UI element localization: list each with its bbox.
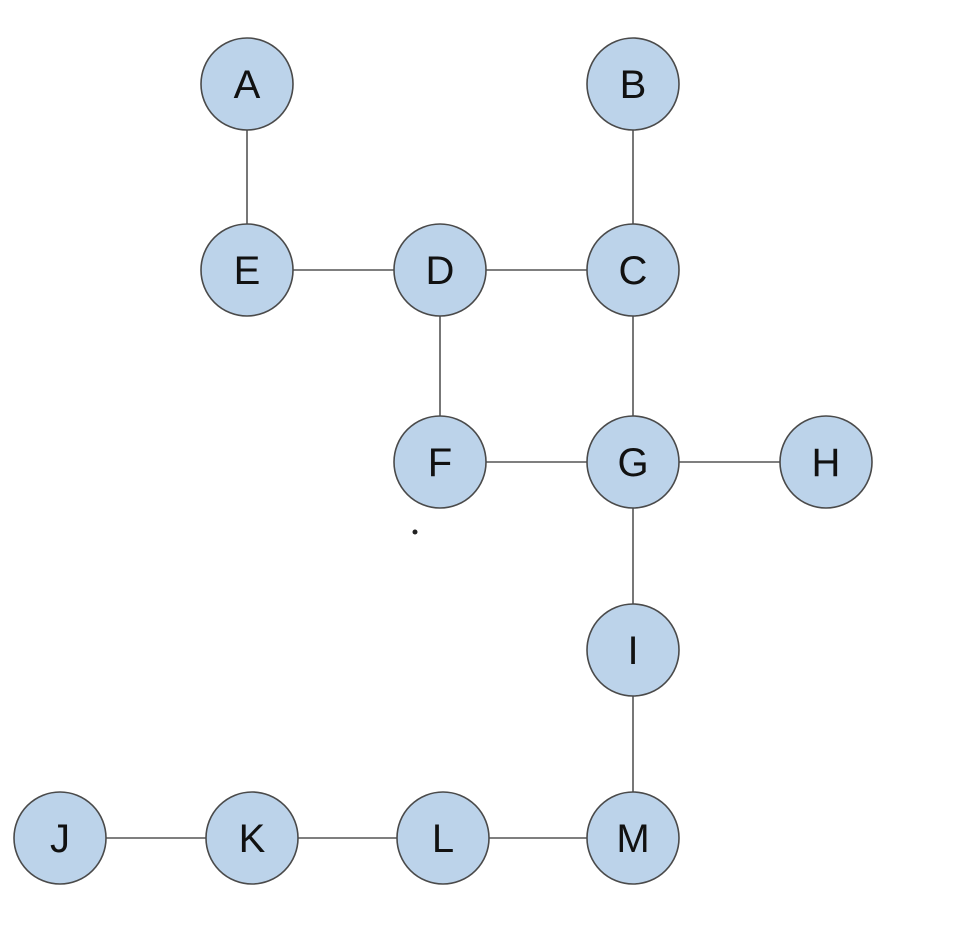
node-e: E xyxy=(200,223,294,317)
node-c: C xyxy=(586,223,680,317)
node-label: A xyxy=(234,63,261,107)
node-label: I xyxy=(627,629,638,673)
node-circle xyxy=(586,223,680,317)
node-l: L xyxy=(396,791,490,885)
node-label: E xyxy=(234,249,261,293)
node-circle xyxy=(586,415,680,509)
node-j: J xyxy=(13,791,107,885)
node-label: K xyxy=(239,817,266,861)
node-label: D xyxy=(426,249,455,293)
node-label: J xyxy=(50,817,70,861)
node-circle xyxy=(13,791,107,885)
node-g: G xyxy=(586,415,680,509)
stray-dot xyxy=(412,529,418,535)
nodes-layer: A B C D E F G H I J K L M xyxy=(13,37,873,885)
node-label: L xyxy=(432,817,454,861)
node-label: G xyxy=(617,441,648,485)
node-circle xyxy=(200,223,294,317)
node-m: M xyxy=(586,791,680,885)
node-i: I xyxy=(586,603,680,697)
node-a: A xyxy=(200,37,294,131)
node-d: D xyxy=(393,223,487,317)
node-label: H xyxy=(812,441,841,485)
node-circle xyxy=(200,37,294,131)
node-circle xyxy=(779,415,873,509)
node-label: F xyxy=(428,441,452,485)
node-label: B xyxy=(620,63,647,107)
node-h: H xyxy=(779,415,873,509)
node-circle xyxy=(586,791,680,885)
node-k: K xyxy=(205,791,299,885)
node-circle xyxy=(586,37,680,131)
node-label: C xyxy=(619,249,648,293)
node-circle xyxy=(393,415,487,509)
node-circle xyxy=(393,223,487,317)
node-circle xyxy=(396,791,490,885)
node-label: M xyxy=(616,817,649,861)
node-f: F xyxy=(393,415,487,509)
node-b: B xyxy=(586,37,680,131)
node-circle xyxy=(586,603,680,697)
node-circle xyxy=(205,791,299,885)
